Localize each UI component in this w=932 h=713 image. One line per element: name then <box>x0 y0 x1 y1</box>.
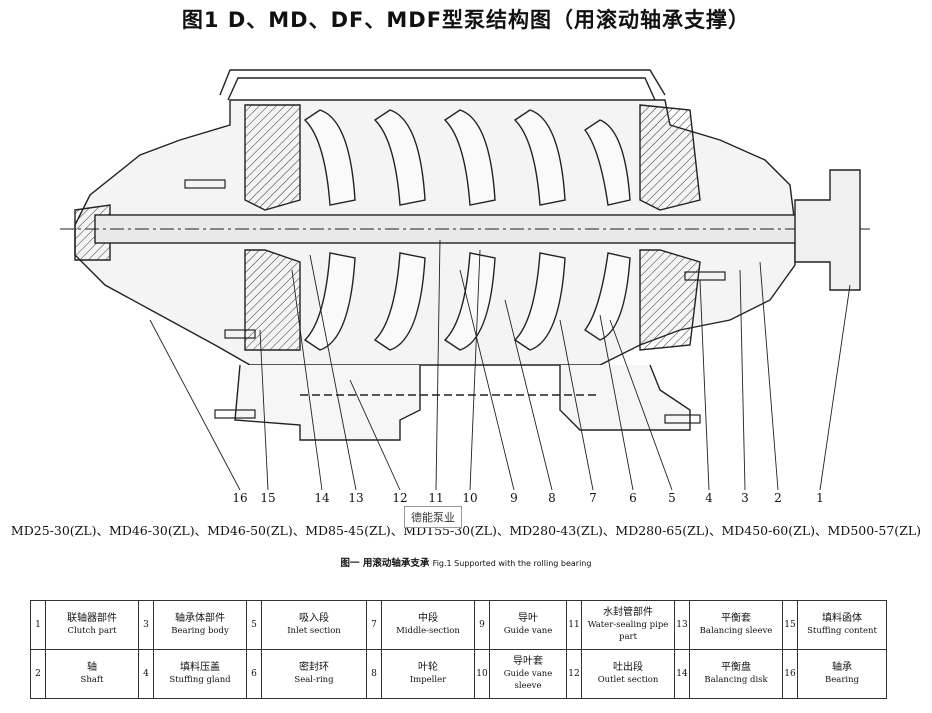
part-number: 8 <box>366 649 382 699</box>
callout-number: 14 <box>314 491 330 505</box>
part-number: 16 <box>782 649 798 699</box>
callout-number: 9 <box>510 491 518 505</box>
caption-en: Fig.1 Supported with the rolling bearing <box>432 559 592 568</box>
part-number: 4 <box>138 649 154 699</box>
part-number: 10 <box>474 649 490 699</box>
callout-number: 3 <box>741 491 749 505</box>
part-number: 14 <box>674 649 690 699</box>
callout-number: 7 <box>589 491 597 505</box>
callout-number: 16 <box>232 491 247 505</box>
watermark: 德能泵业 <box>404 506 462 528</box>
part-number: 15 <box>782 600 798 650</box>
figure-caption: 图一 用滚动轴承支承 Fig.1 Supported with the roll… <box>0 555 932 569</box>
outlet-foot <box>559 364 691 431</box>
callout-number: 8 <box>548 491 556 505</box>
callout-number: 10 <box>462 491 477 505</box>
part-number: 1 <box>30 600 46 650</box>
figure-title: 图1 D、MD、DF、MDF型泵结构图（用滚动轴承支撑） <box>181 8 751 32</box>
coupling <box>794 169 861 291</box>
callout-number: 6 <box>629 491 637 505</box>
inlet-foot <box>234 364 421 441</box>
part-number: 2 <box>30 649 46 699</box>
part-number: 12 <box>566 649 582 699</box>
part-number: 5 <box>246 600 262 650</box>
callout-number: 2 <box>774 491 782 505</box>
callout-number: 11 <box>428 491 443 505</box>
part-number: 7 <box>366 600 382 650</box>
pump-cross-section-drawing: 16 15 14 13 12 11 10 9 8 7 6 5 4 3 2 1 <box>60 69 870 505</box>
callout-number: 5 <box>668 491 676 505</box>
callout-number: 13 <box>348 491 363 505</box>
callout-number: 1 <box>816 491 824 505</box>
part-number: 11 <box>566 600 582 650</box>
part-number: 6 <box>246 649 262 699</box>
caption-zh: 图一 用滚动轴承支承 <box>340 558 430 569</box>
callout-number: 15 <box>260 491 275 505</box>
callout-number: 12 <box>392 491 407 505</box>
part-number: 13 <box>674 600 690 650</box>
part-number: 9 <box>474 600 490 650</box>
model-list: MD25-30(ZL)、MD46-30(ZL)、MD46-50(ZL)、MD85… <box>10 523 922 538</box>
part-number: 3 <box>138 600 154 650</box>
callout-number: 4 <box>705 491 713 505</box>
water-seal-pipe <box>219 69 666 96</box>
